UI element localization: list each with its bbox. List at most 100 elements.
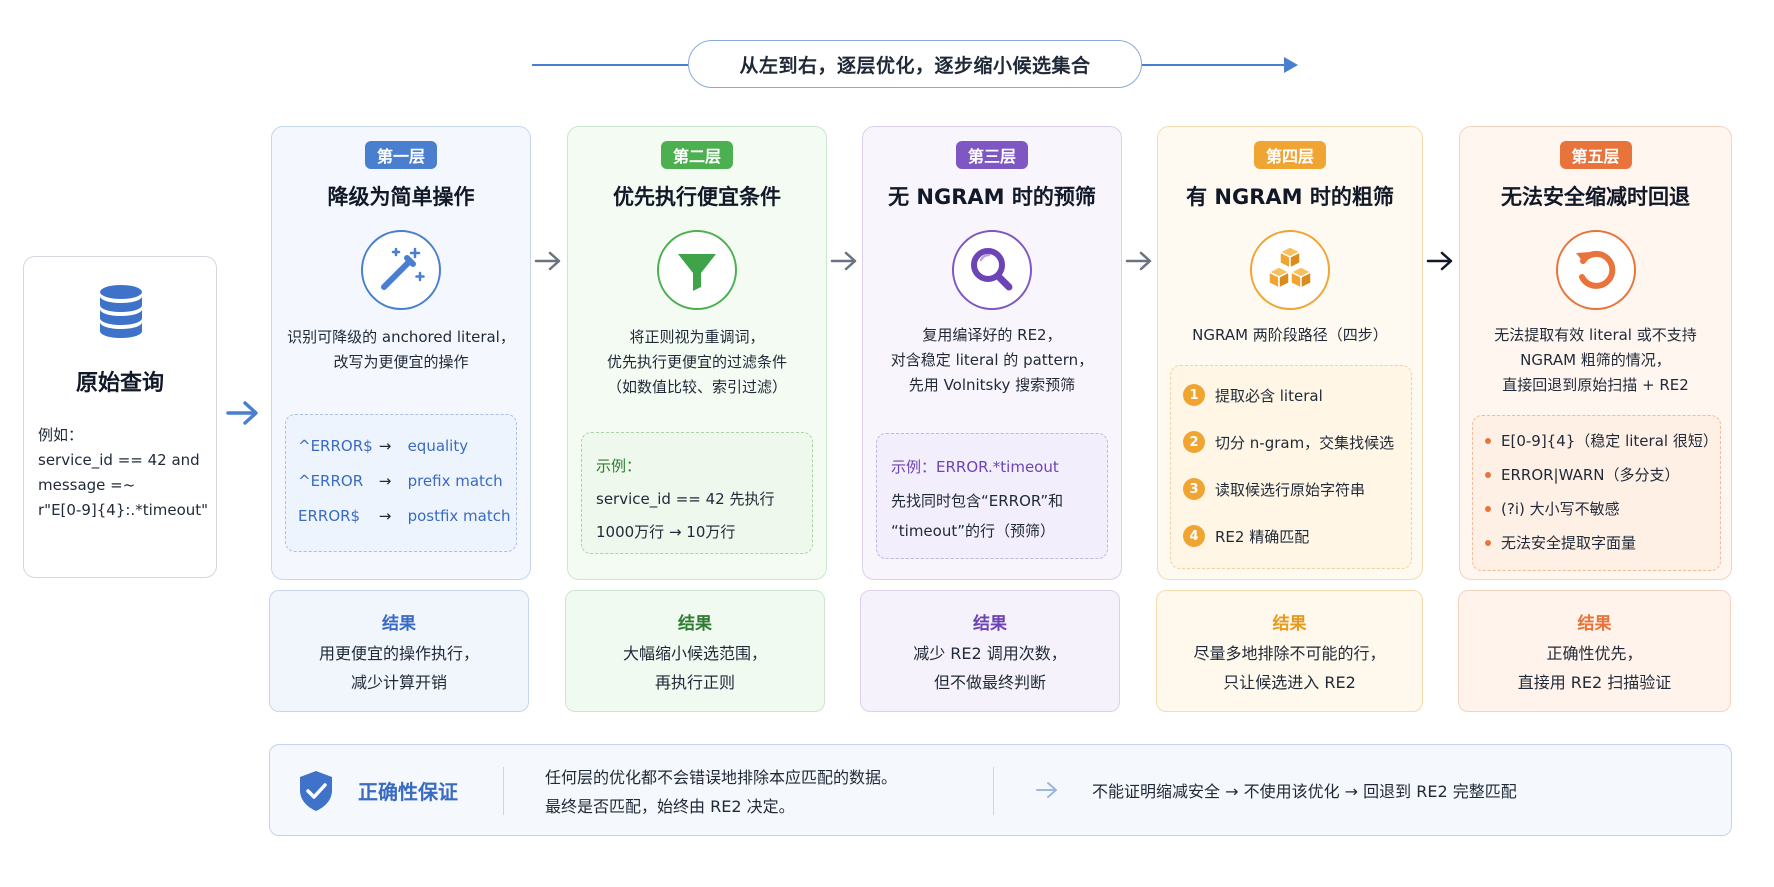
result-text: 减少 RE2 调用次数， 但不做最终判断 bbox=[861, 639, 1119, 697]
bullet-text: ERROR|WARN（多分支） bbox=[1501, 466, 1680, 484]
layer-title: 优先执行便宜条件 bbox=[613, 185, 781, 209]
step-item: 2 切分 n-gram，交集找候选 bbox=[1183, 431, 1394, 453]
example-box: 示例： service_id == 42 先执行 1000万行 → 10万行 bbox=[581, 432, 813, 554]
mapping-pattern: ^ERROR$ bbox=[298, 437, 373, 455]
step-number-badge: 2 bbox=[1183, 431, 1205, 453]
mapping-row: ERROR$ → postfix match bbox=[298, 507, 511, 525]
divider bbox=[503, 767, 504, 815]
arrow-right-icon bbox=[534, 251, 561, 271]
layer-badge: 第五层 bbox=[1559, 141, 1632, 169]
mapping-target: equality bbox=[407, 437, 469, 455]
fallback-cases-box: E[0-9]{4}（稳定 literal 很短） ERROR|WARN（多分支）… bbox=[1472, 415, 1721, 571]
desc-line: NGRAM 粗筛的情况， bbox=[1520, 351, 1671, 369]
desc-line: 对含稳定 literal 的 pattern， bbox=[890, 351, 1094, 369]
desc-line: 将正则视为重调词， bbox=[629, 328, 765, 346]
correctness-guarantee-panel: 正确性保证 任何层的优化都不会错误地排除本应匹配的数据。 最终是否匹配，始终由 … bbox=[269, 744, 1732, 836]
bullet-item: ERROR|WARN（多分支） bbox=[1485, 464, 1680, 485]
source-query-card: 原始查询 例如： service_id == 42 and message =~… bbox=[23, 256, 217, 578]
layer-description: NGRAM 两阶段路径（四步） bbox=[1166, 323, 1414, 348]
layer-title: 无 NGRAM 时的预筛 bbox=[888, 185, 1096, 209]
source-example-line: message =~ bbox=[38, 476, 136, 494]
banner-title: 从左到右，逐层优化，逐步缩小候选集合 bbox=[688, 40, 1142, 88]
result-line: 减少 RE2 调用次数， bbox=[913, 644, 1067, 663]
mapping-arrow: → bbox=[378, 507, 392, 525]
bullet-dot bbox=[1485, 505, 1491, 512]
layer-badge: 第三层 bbox=[955, 141, 1029, 169]
magnifier-icon bbox=[952, 230, 1032, 310]
cubes-icon bbox=[1250, 230, 1330, 310]
divider bbox=[993, 767, 994, 815]
mapping-pattern: ERROR$ bbox=[298, 507, 361, 525]
layer-1-result: 结果 用更便宜的操作执行， 减少计算开销 bbox=[269, 590, 529, 712]
example-line: 1000万行 → 10万行 bbox=[596, 523, 736, 541]
layer-title: 有 NGRAM 时的粗筛 bbox=[1186, 185, 1394, 209]
result-line: 但不做最终判断 bbox=[933, 673, 1046, 692]
example-line: “timeout”的行（预筛） bbox=[891, 522, 1055, 540]
result-text: 尽量多地排除不可能的行， 只让候选进入 RE2 bbox=[1157, 639, 1422, 697]
source-example-label: 例如： bbox=[38, 426, 84, 444]
mapping-row: ^ERROR$ → equality bbox=[298, 437, 468, 455]
arrow-right-icon bbox=[1125, 251, 1152, 271]
steps-box: 1 提取必含 literal 2 切分 n-gram，交集找候选 3 读取候选行… bbox=[1170, 365, 1412, 569]
layer-badge: 第四层 bbox=[1253, 141, 1327, 169]
desc-line: （如数值比较、索引过滤） bbox=[606, 378, 787, 396]
arrow-right-icon bbox=[226, 401, 258, 425]
result-line: 减少计算开销 bbox=[350, 673, 447, 692]
funnel-icon bbox=[657, 230, 737, 310]
banner-line-right bbox=[1142, 64, 1290, 66]
step-item: 3 读取候选行原始字符串 bbox=[1183, 478, 1365, 500]
layer-4-result: 结果 尽量多地排除不可能的行， 只让候选进入 RE2 bbox=[1156, 590, 1423, 712]
layer-3-result: 结果 减少 RE2 调用次数， 但不做最终判断 bbox=[860, 590, 1120, 712]
example-line: 先找同时包含“ERROR”和 bbox=[891, 492, 1064, 510]
step-number-badge: 4 bbox=[1183, 525, 1205, 547]
desc-line: 直接回退到原始扫描 + RE2 bbox=[1502, 376, 1689, 394]
step-text: RE2 精确匹配 bbox=[1215, 527, 1310, 546]
step-text: 切分 n-gram，交集找候选 bbox=[1215, 433, 1395, 452]
guarantee-line: 任何层的优化都不会错误地排除本应匹配的数据。 bbox=[545, 768, 898, 787]
banner-line-left bbox=[532, 64, 688, 66]
bullet-text: E[0-9]{4}（稳定 literal 很短） bbox=[1501, 432, 1718, 450]
layer-1-card: 第一层 降级为简单操作 识别可降级的 anchored literal， 改写为… bbox=[271, 126, 531, 580]
database-icon bbox=[100, 285, 142, 338]
arrow-right-icon bbox=[1426, 251, 1453, 271]
bullet-dot bbox=[1485, 539, 1491, 546]
layer-2-result: 结果 大幅缩小候选范围， 再执行正则 bbox=[565, 590, 825, 712]
result-title: 结果 bbox=[678, 614, 712, 634]
result-title: 结果 bbox=[1577, 614, 1612, 634]
bullet-dot bbox=[1485, 437, 1491, 444]
bullet-item: E[0-9]{4}（稳定 literal 很短） bbox=[1485, 430, 1718, 451]
result-text: 大幅缩小候选范围， 再执行正则 bbox=[566, 639, 824, 697]
result-title: 结果 bbox=[1272, 614, 1307, 634]
result-text: 正确性优先， 直接用 RE2 扫描验证 bbox=[1459, 639, 1730, 697]
example-box: 示例：ERROR.*timeout 先找同时包含“ERROR”和 “timeou… bbox=[876, 433, 1108, 559]
desc-line: 识别可降级的 anchored literal， bbox=[287, 328, 515, 346]
mapping-arrow: → bbox=[378, 472, 392, 490]
layer-3-card: 第三层 无 NGRAM 时的预筛 复用编译好的 RE2， 对含稳定 litera… bbox=[862, 126, 1122, 580]
mapping-pattern: ^ERROR bbox=[298, 472, 364, 490]
result-text: 用更便宜的操作执行， 减少计算开销 bbox=[270, 639, 528, 697]
example-label: 示例： bbox=[596, 457, 642, 475]
layer-description: 将正则视为重调词， 优先执行更便宜的过滤条件 （如数值比较、索引过滤） bbox=[576, 325, 818, 400]
layer-badge: 第一层 bbox=[364, 141, 438, 169]
layer-title: 无法安全缩减时回退 bbox=[1501, 185, 1690, 209]
desc-line: 先用 Volnitsky 搜索预筛 bbox=[908, 376, 1076, 394]
layer-title: 降级为简单操作 bbox=[327, 185, 475, 209]
layer-description: 复用编译好的 RE2， 对含稳定 literal 的 pattern， 先用 V… bbox=[871, 323, 1113, 398]
result-line: 直接用 RE2 扫描验证 bbox=[1517, 673, 1672, 692]
mapping-target: postfix match bbox=[407, 507, 511, 525]
layer-4-card: 第四层 有 NGRAM 时的粗筛 NGRAM 两阶段路径（四步） 1 提取必含 … bbox=[1157, 126, 1423, 580]
step-item: 1 提取必含 literal bbox=[1183, 384, 1323, 406]
mapping-box: ^ERROR$ → equality ^ERROR → prefix match… bbox=[285, 414, 517, 552]
desc-line: NGRAM 两阶段路径（四步） bbox=[1192, 326, 1388, 344]
example-label: 示例：ERROR.*timeout bbox=[891, 458, 1059, 476]
step-text: 提取必含 literal bbox=[1215, 386, 1323, 405]
step-number-badge: 3 bbox=[1183, 478, 1205, 500]
result-line: 大幅缩小候选范围， bbox=[622, 644, 767, 663]
desc-line: 复用编译好的 RE2， bbox=[922, 326, 1062, 344]
result-line: 正确性优先， bbox=[1546, 644, 1643, 663]
bullet-item: (?i) 大小写不敏感 bbox=[1485, 498, 1620, 519]
source-example-line: r"E[0-9]{4}:.*timeout" bbox=[38, 501, 209, 519]
banner-arrow-icon bbox=[1284, 57, 1298, 73]
desc-line: 改写为更便宜的操作 bbox=[333, 353, 469, 371]
arrow-right-icon bbox=[1036, 782, 1057, 798]
